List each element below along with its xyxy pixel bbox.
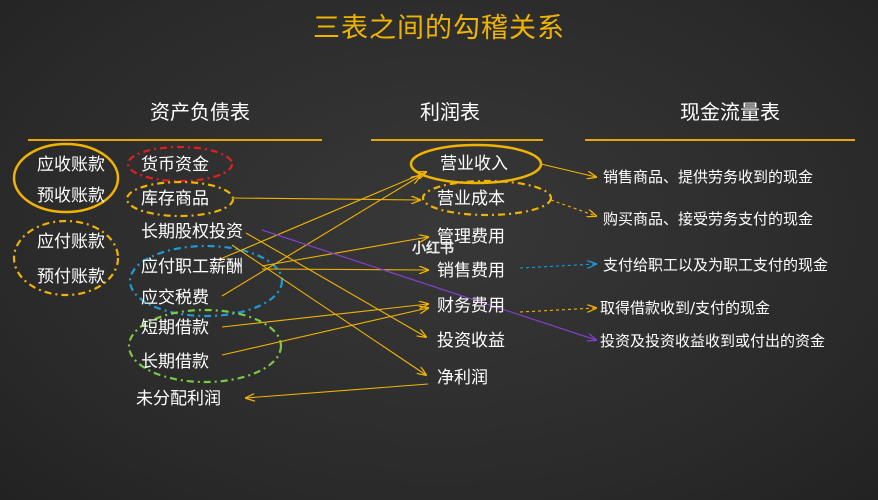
watermark: 小红书 bbox=[412, 241, 454, 257]
label-revenue: 营业收入 bbox=[440, 154, 508, 174]
label-investment-cash: 投资及投资收益收到或付出的资金 bbox=[600, 332, 826, 350]
label-net-profit: 净利润 bbox=[437, 368, 488, 388]
label-lt-loan: 长期借款 bbox=[141, 352, 209, 372]
label-payroll-payable: 应付职工薪酬 bbox=[141, 257, 243, 277]
label-advance-received: 预收账款 bbox=[37, 186, 105, 206]
arrow-tax-to-revenue bbox=[221, 176, 420, 297]
label-cash: 货币资金 bbox=[141, 155, 209, 175]
label-accounts-receivable: 应收账款 bbox=[37, 155, 105, 175]
page-title: 三表之间的勾稽关系 bbox=[313, 13, 565, 44]
ellipse-loan-group bbox=[127, 308, 283, 384]
arrow-payroll-to-admin bbox=[261, 237, 428, 267]
header-cash-flow: 现金流量表 bbox=[680, 100, 780, 124]
arrow-sales-exp-to-employee-cash bbox=[519, 264, 596, 269]
label-cost: 营业成本 bbox=[437, 189, 505, 209]
ellipse-receivable-group bbox=[12, 142, 120, 214]
arrow-fin-exp-to-borrow-cash bbox=[519, 308, 596, 313]
label-accounts-payable: 应付账款 bbox=[37, 232, 105, 252]
arrow-payroll-to-revenue bbox=[217, 172, 426, 261]
divider-income-statement bbox=[371, 139, 543, 141]
header-income-statement: 利润表 bbox=[420, 100, 480, 124]
arrow-payroll-to-sales bbox=[261, 269, 428, 270]
label-employee-cash: 支付给职工以及为职工支付的现金 bbox=[603, 256, 829, 274]
divider-balance-sheet bbox=[28, 139, 322, 141]
arrow-invest-to-invest-cash bbox=[261, 229, 596, 340]
label-borrow-cash: 取得借款收到/支付的现金 bbox=[600, 299, 771, 317]
arrow-inventory-to-cost bbox=[231, 198, 420, 200]
divider-cash-flow bbox=[585, 139, 855, 141]
arrow-lt-invest-to-invest-income bbox=[245, 232, 426, 337]
label-st-loan: 短期借款 bbox=[141, 318, 209, 338]
label-tax-payable: 应交税费 bbox=[141, 288, 209, 308]
ellipse-inventory bbox=[125, 180, 235, 218]
label-sales-expense: 销售费用 bbox=[437, 261, 505, 281]
label-inventory: 库存商品 bbox=[141, 189, 209, 209]
ellipse-payable-group bbox=[12, 219, 120, 297]
ellipse-payroll-tax-group bbox=[128, 244, 284, 318]
arrow-st-loan-to-fin-exp bbox=[221, 304, 428, 328]
arrow-revenue-to-sales-cash bbox=[540, 163, 596, 177]
ellipse-cost bbox=[421, 179, 553, 217]
label-sales-cash: 销售商品、提供劳务收到的现金 bbox=[603, 168, 814, 186]
arrow-cost-to-purchase-cash bbox=[550, 199, 596, 216]
arrow-lt-loan-to-fin-exp bbox=[221, 308, 428, 356]
arrow-net-profit-to-retained bbox=[246, 383, 429, 398]
label-investment-income: 投资收益 bbox=[437, 331, 505, 351]
label-lt-equity-investment: 长期股权投资 bbox=[141, 222, 243, 242]
label-admin-expense: 管理费用 bbox=[437, 227, 505, 247]
label-finance-expense: 财务费用 bbox=[437, 296, 505, 316]
label-purchase-cash: 购买商品、接受劳务支付的现金 bbox=[603, 210, 814, 228]
header-balance-sheet: 资产负债表 bbox=[150, 100, 250, 124]
label-retained-earnings: 未分配利润 bbox=[136, 389, 221, 409]
arrow-lt-invest-to-net-profit bbox=[231, 244, 426, 375]
label-prepaid: 预付账款 bbox=[37, 267, 105, 287]
